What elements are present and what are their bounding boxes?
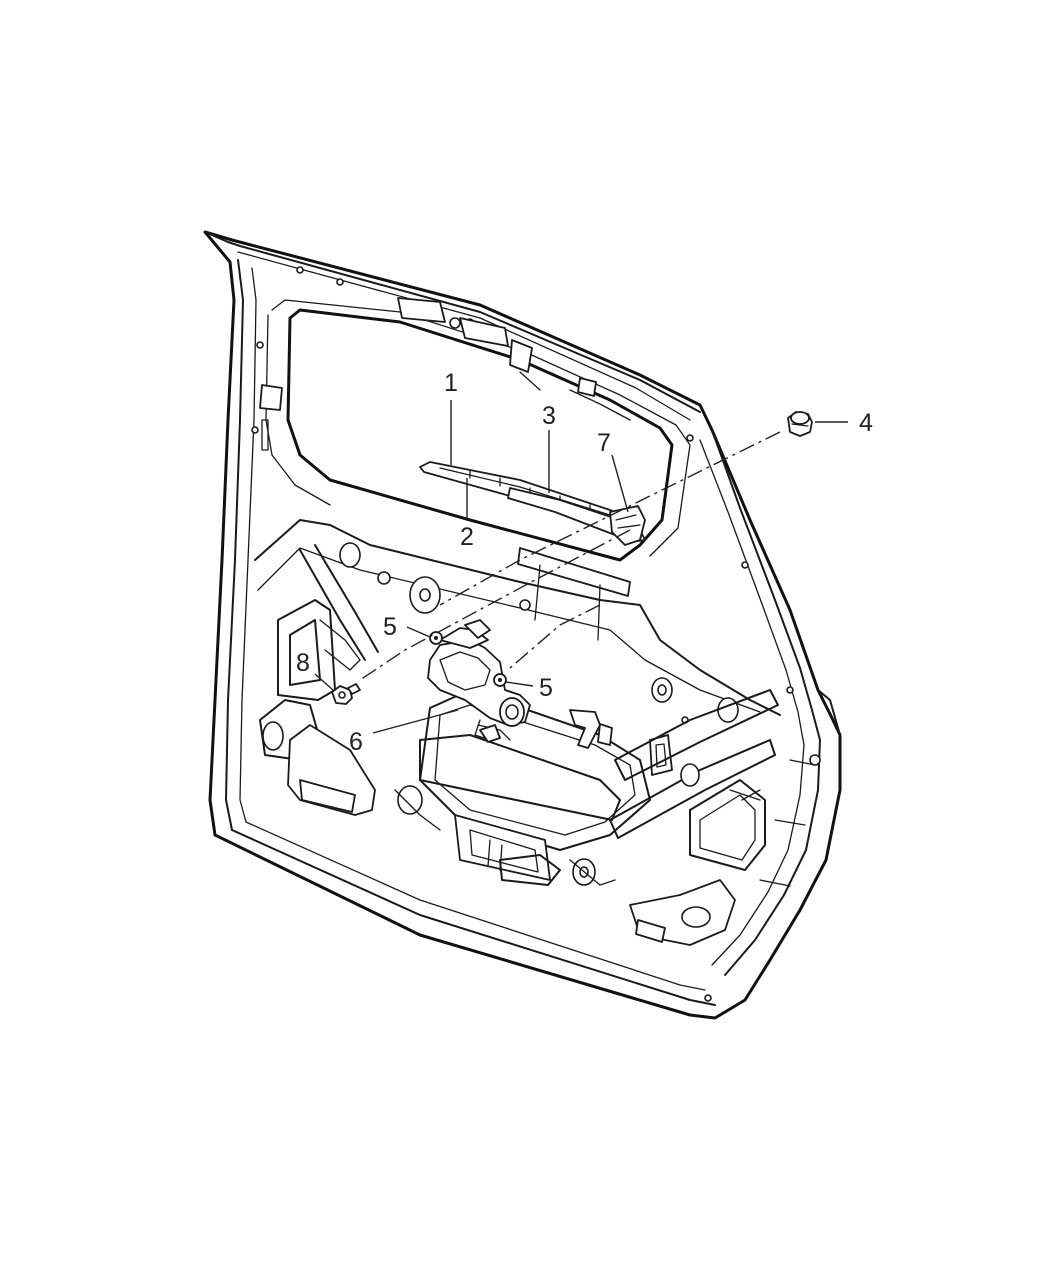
window-opening [259, 297, 691, 562]
callout-6: 6 [349, 728, 363, 756]
callout-4: 4 [859, 409, 873, 437]
callout-1: 1 [444, 369, 458, 397]
grommet-nut-4 [787, 411, 813, 437]
inner-panel-structure [254, 519, 781, 946]
screw-5-upper [429, 631, 443, 645]
liftgate-door-panel [203, 230, 842, 1020]
bolt-8 [331, 683, 361, 705]
wiper-motor [427, 619, 531, 743]
callout-leaders [314, 400, 848, 734]
callout-8: 8 [296, 649, 310, 677]
callout-5-upper: 5 [383, 613, 397, 641]
callout-5-lower: 5 [539, 674, 553, 702]
assembly-centerlines [359, 431, 781, 681]
wiper-blade-and-arm [419, 461, 646, 546]
callout-3: 3 [542, 402, 556, 430]
callout-7: 7 [597, 429, 611, 457]
screw-5-lower [493, 673, 507, 687]
callout-numbers: 1 2 3 4 5 5 6 7 8 [296, 369, 873, 756]
callout-2: 2 [460, 523, 474, 551]
